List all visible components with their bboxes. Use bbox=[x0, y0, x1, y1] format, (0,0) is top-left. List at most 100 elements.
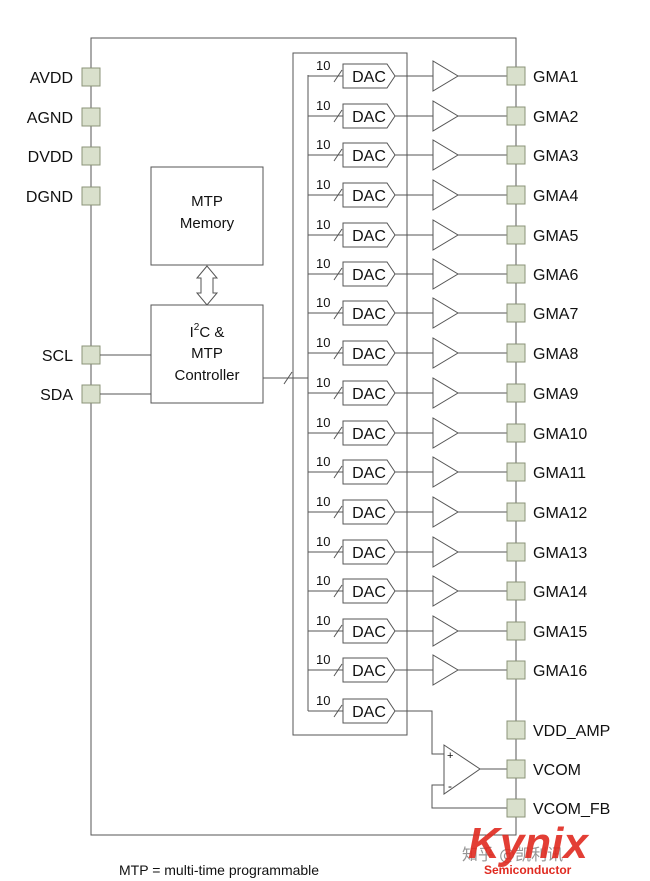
memory-controller-arrow bbox=[195, 265, 219, 306]
dac-label: DAC bbox=[352, 346, 386, 363]
gamma-pin-label: GMA9 bbox=[533, 386, 578, 403]
bus-slash bbox=[333, 386, 343, 400]
bus-slash bbox=[333, 306, 343, 320]
bus-slash bbox=[333, 267, 343, 281]
dac-label: DAC bbox=[352, 386, 386, 403]
bus-slash bbox=[333, 545, 343, 559]
gamma-pin-label: GMA8 bbox=[533, 346, 578, 363]
dac-block bbox=[342, 340, 396, 366]
pin-label: SDA bbox=[40, 387, 73, 404]
bus-width-label: 10 bbox=[316, 494, 330, 509]
dac-block bbox=[342, 698, 396, 724]
left-pin-sda: SDA bbox=[40, 384, 101, 404]
buffer-amplifier bbox=[432, 337, 459, 369]
bus-slash bbox=[333, 346, 343, 360]
bus-slash bbox=[333, 465, 343, 479]
dac-label: DAC bbox=[352, 584, 386, 601]
watermark-text: 知乎 @凯利讯 bbox=[462, 845, 563, 864]
kynix-watermark: 知乎 @凯利讯 Kynix Semiconductor bbox=[462, 819, 589, 877]
vcom-circuit: +- bbox=[395, 710, 507, 809]
gamma-pin-box bbox=[506, 462, 526, 482]
gamma-pin-box bbox=[506, 185, 526, 205]
dac-block bbox=[342, 142, 396, 168]
kynix-logo: Kynix bbox=[468, 819, 589, 868]
controller-label-3: Controller bbox=[174, 367, 239, 384]
bus-width-label: 10 bbox=[316, 177, 330, 192]
bus-slash bbox=[333, 426, 343, 440]
dac-label: DAC bbox=[352, 663, 386, 680]
controller-label-2: MTP bbox=[191, 345, 223, 362]
gamma-pin-label: GMA14 bbox=[533, 584, 587, 601]
dac-block bbox=[342, 539, 396, 565]
dac-block bbox=[342, 420, 396, 446]
gamma-pin-label: GMA13 bbox=[533, 545, 587, 562]
buffer-amplifier bbox=[432, 60, 459, 92]
bus-width-label: 10 bbox=[316, 137, 330, 152]
gamma-pin-label: GMA4 bbox=[533, 188, 578, 205]
vcom-pin-vdd_amp: VDD_AMP bbox=[506, 720, 610, 740]
controller-label-sup: 2 bbox=[194, 322, 200, 333]
bus-width-label: 10 bbox=[316, 335, 330, 350]
bus-width-label: 10 bbox=[316, 534, 330, 549]
dac-block bbox=[342, 103, 396, 129]
gamma-pin-box bbox=[506, 303, 526, 323]
dac-block bbox=[342, 261, 396, 287]
bus-width-label: 10 bbox=[316, 98, 330, 113]
bus-slash bbox=[333, 69, 343, 83]
vcom-pin-box bbox=[506, 720, 526, 740]
dac-label: DAC bbox=[352, 109, 386, 126]
bus-slash bbox=[333, 228, 343, 242]
gamma-pin-label: GMA15 bbox=[533, 624, 587, 641]
bus-width-label: 10 bbox=[316, 58, 330, 73]
gamma-pin-box bbox=[506, 66, 526, 86]
left-pin-agnd: AGND bbox=[27, 107, 101, 127]
pin-label: AVDD bbox=[30, 70, 73, 87]
dac-block bbox=[342, 182, 396, 208]
vcom-pin-label: VCOM_FB bbox=[533, 801, 610, 818]
vcom-feedback bbox=[431, 784, 507, 809]
buffer-amplifier bbox=[432, 417, 459, 449]
gamma-pin-label: GMA2 bbox=[533, 109, 578, 126]
left-pin-dvdd: DVDD bbox=[28, 146, 101, 166]
svg-text:I2C &: I2C & bbox=[190, 322, 225, 341]
pin-box bbox=[81, 186, 101, 206]
gamma-pin-box bbox=[506, 621, 526, 641]
dac-label: DAC bbox=[352, 69, 386, 86]
buffer-amplifier bbox=[432, 297, 459, 329]
dac-label: DAC bbox=[352, 426, 386, 443]
dac-label: DAC bbox=[352, 228, 386, 245]
dac-label: DAC bbox=[352, 148, 386, 165]
dac-block bbox=[342, 380, 396, 406]
dac-label: DAC bbox=[352, 505, 386, 522]
vcom-pin-label: VCOM bbox=[533, 762, 581, 779]
buffer-amplifier bbox=[432, 456, 459, 488]
bus-width-label: 10 bbox=[316, 652, 330, 667]
bus-width-label: 10 bbox=[316, 454, 330, 469]
dac-block bbox=[342, 63, 396, 89]
buffer-amplifier bbox=[432, 496, 459, 528]
vcom-dac-to-opamp bbox=[395, 710, 444, 755]
vcom-pin-label: VDD_AMP bbox=[533, 723, 610, 740]
mtp-memory-block: MTP Memory bbox=[150, 166, 264, 266]
pin-box bbox=[81, 345, 101, 365]
bus-width-label: 10 bbox=[316, 415, 330, 430]
gamma-pin-box bbox=[506, 660, 526, 680]
bus-width-label: 10 bbox=[316, 613, 330, 628]
